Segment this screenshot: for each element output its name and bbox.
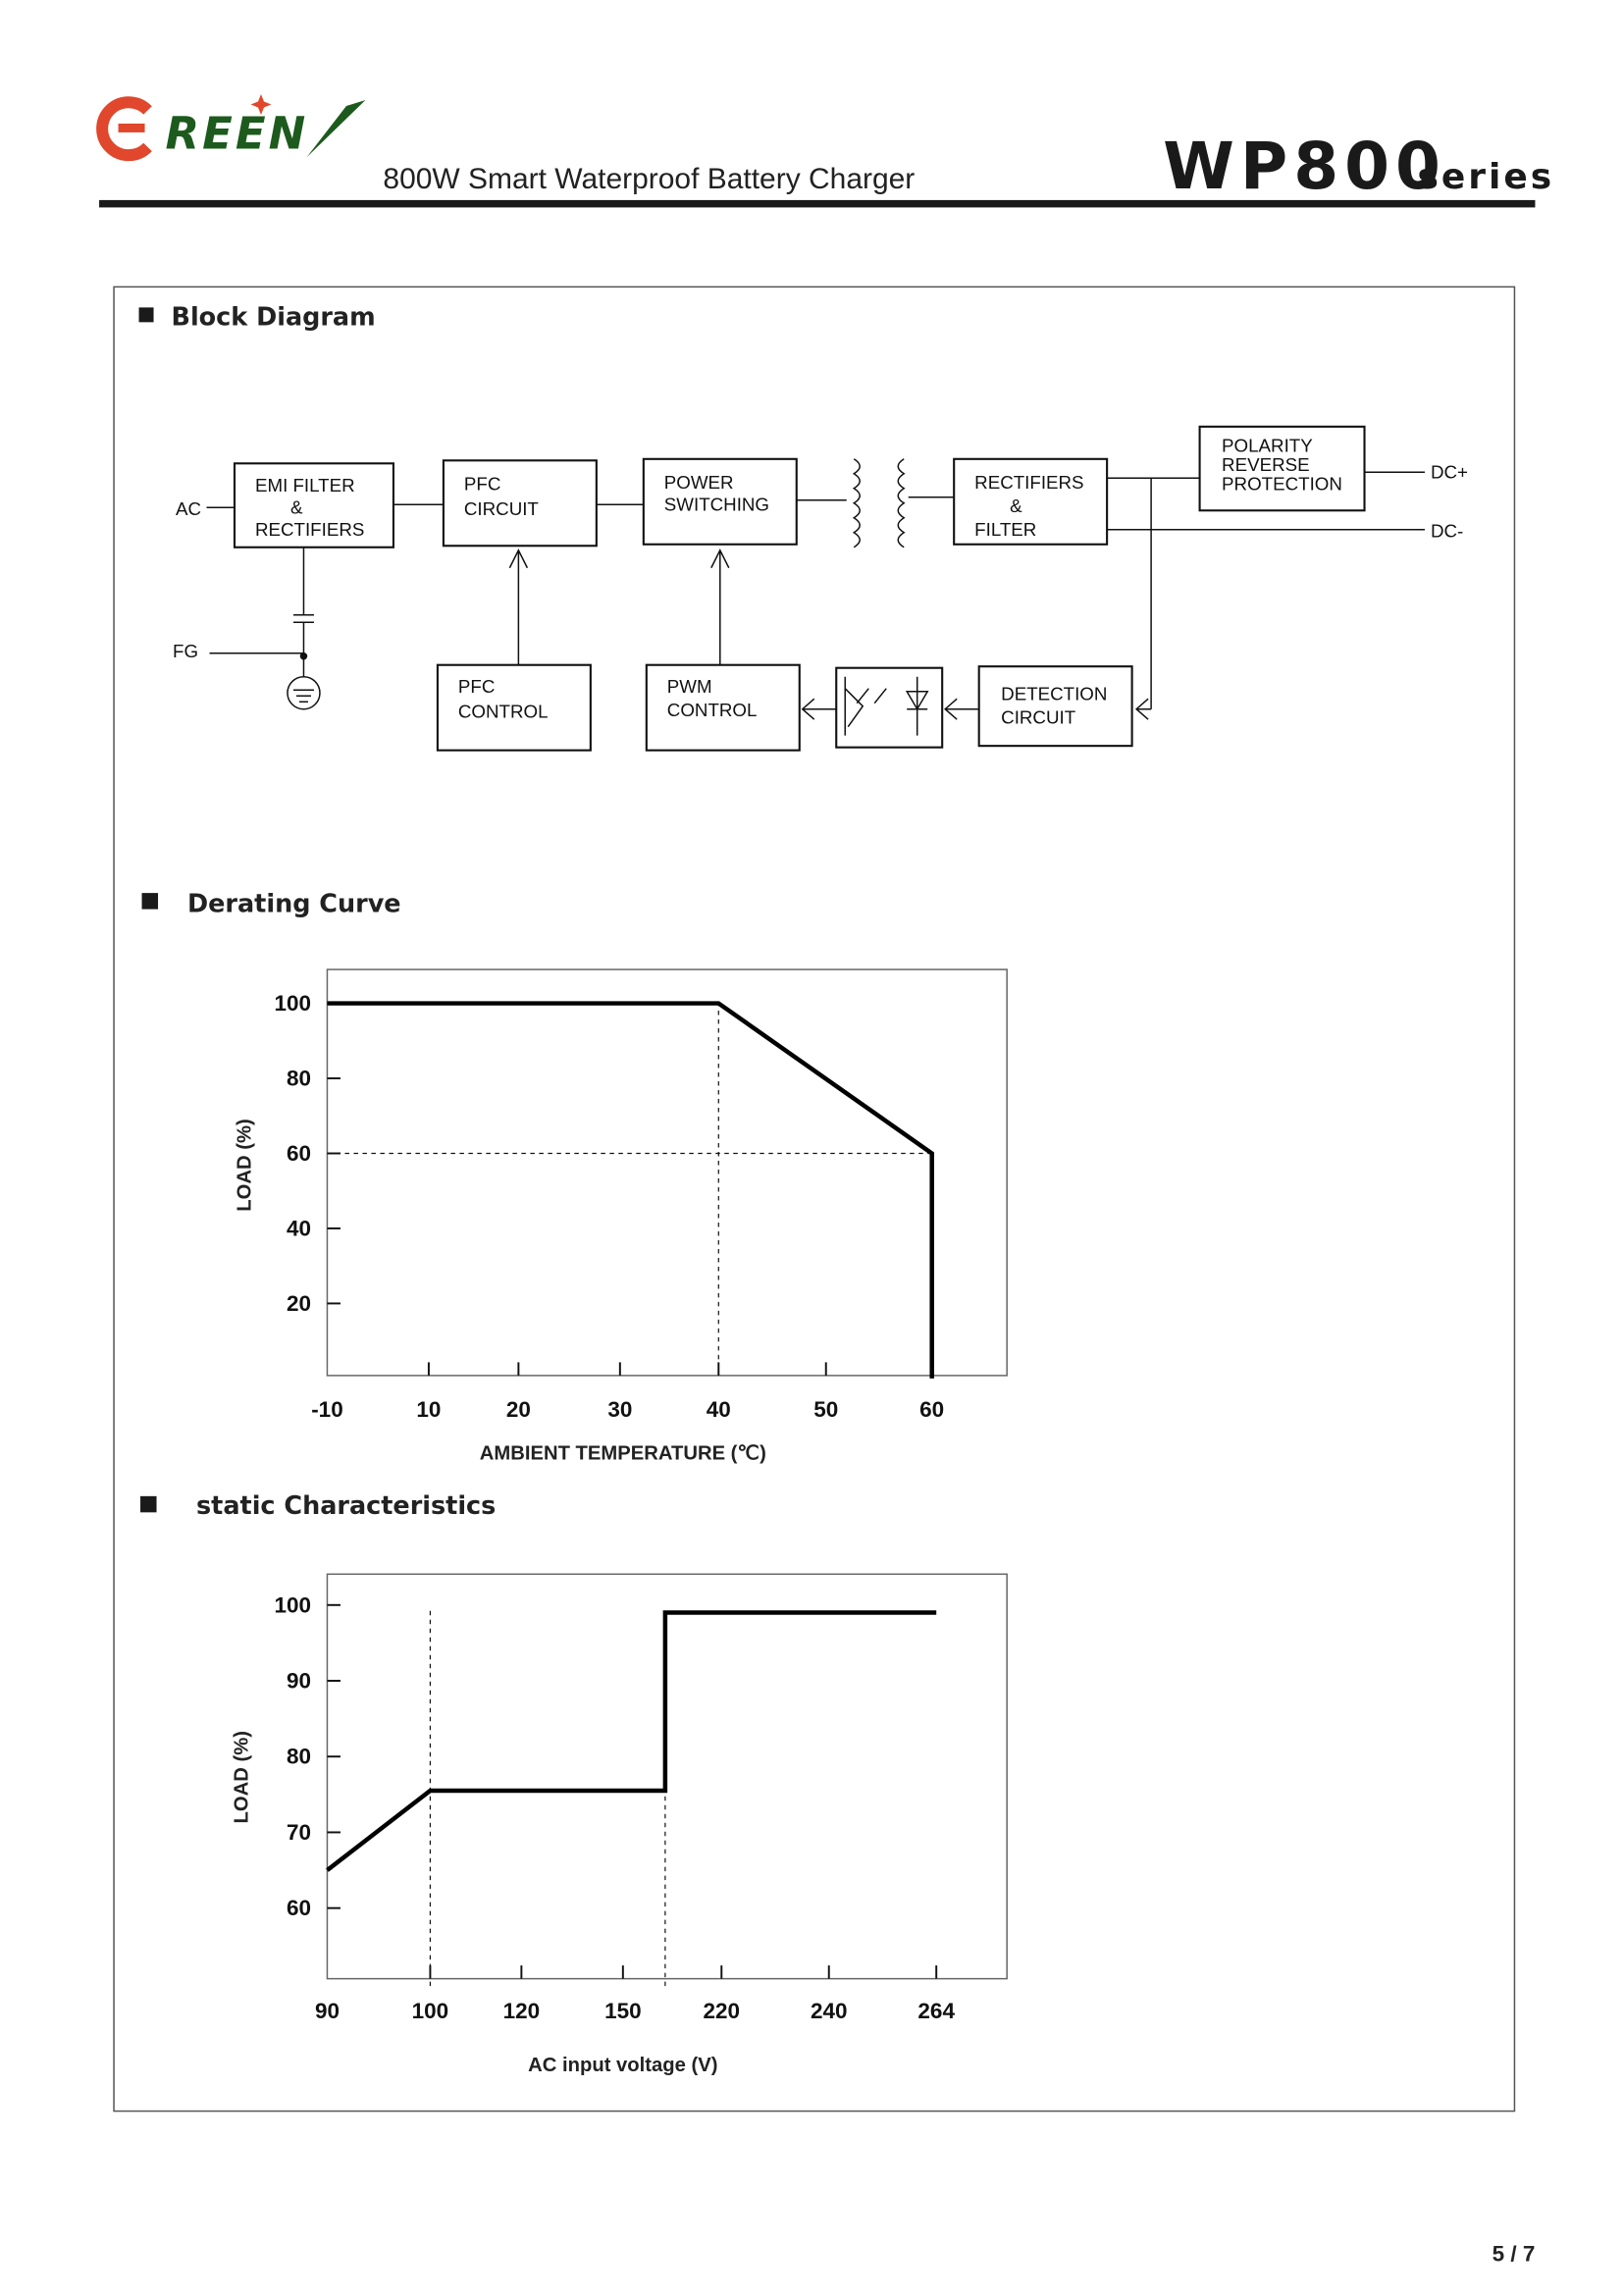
x-tick-label: 240: [811, 1999, 848, 2023]
block-label: RECTIFIERS: [255, 519, 364, 540]
y-tick-label: 60: [287, 1896, 311, 1920]
block-label: PWM: [667, 676, 712, 697]
power-switching-block: [642, 457, 798, 546]
x-tick-label: 150: [604, 1999, 642, 2023]
y-tick-label: 60: [287, 1141, 311, 1166]
block-label: CIRCUIT: [1001, 707, 1076, 728]
y-tick-label: 80: [287, 1745, 311, 1769]
block-label: POWER: [664, 472, 734, 493]
arrow-icon: [508, 548, 529, 665]
header-rule: [99, 199, 1536, 208]
block-label: &: [1010, 496, 1022, 516]
x-tick-label: 120: [503, 1999, 541, 2023]
block-label: RECTIFIERS: [974, 472, 1083, 493]
block-label: REVERSE: [1222, 454, 1310, 475]
pfc-circuit-block: [442, 459, 598, 548]
y-tick-label: 100: [274, 1592, 311, 1617]
transformer-icon: [852, 458, 906, 548]
plot-area: [326, 1573, 1008, 1980]
ground-circuit: [209, 547, 321, 710]
y-tick-label: 80: [287, 1067, 311, 1091]
bullet-square-icon: [140, 1495, 157, 1513]
block-label: PFC: [458, 676, 495, 697]
bullet-square-icon: [138, 307, 154, 323]
x-tick-label: 30: [607, 1397, 632, 1422]
pwm-control-block: [645, 663, 801, 752]
ac-label: AC: [176, 498, 201, 519]
logo-star-icon: [250, 93, 272, 115]
x-tick-label: -10: [311, 1397, 343, 1422]
x-tick-label: 40: [707, 1397, 731, 1422]
block-label: CONTROL: [667, 700, 758, 720]
polarity-reverse-protection-block: [1198, 425, 1366, 512]
x-tick-label: 50: [813, 1397, 838, 1422]
section-heading-block-diagram: Block Diagram: [172, 302, 376, 332]
logo-g-arc: [96, 96, 152, 162]
logo-text: REEN: [166, 107, 309, 159]
block-label: &: [290, 496, 303, 517]
block-label: POLARITY: [1222, 435, 1313, 455]
logo: REEN: [96, 93, 366, 162]
y-axis-label: LOAD (%): [231, 1731, 252, 1823]
block-label: FILTER: [974, 519, 1036, 540]
static-characteristics-chart: 100 90 80 70 60 90 100 120 150 220 240 264 AC input …: [231, 1573, 1008, 2076]
dc-minus-label: DC-: [1431, 520, 1463, 541]
series-line-load: [326, 1610, 937, 1872]
block-label: EMI FILTER: [255, 475, 355, 496]
fg-label: FG: [173, 641, 198, 661]
x-tick-label: 264: [917, 1999, 955, 2023]
series-line-load: [327, 1001, 934, 1379]
arrow-icon: [944, 698, 979, 720]
block-diagram: AC EMI FILTER & RECTIFIERS PFC CIRCUIT P…: [173, 425, 1468, 752]
rectifiers-filter-block: [953, 457, 1109, 546]
page-number: 5 / 7: [1493, 2242, 1536, 2267]
block-label: CIRCUIT: [464, 498, 540, 519]
capacitor-icon: [292, 613, 314, 623]
y-tick-label: 70: [287, 1820, 311, 1845]
y-tick-label: 100: [274, 991, 311, 1016]
optocoupler-icon: [835, 666, 944, 749]
y-tick-label: 40: [287, 1216, 311, 1240]
arrow-icon: [710, 548, 730, 665]
block-label: PFC: [464, 473, 500, 494]
pfc-control-block: [436, 663, 592, 752]
block-label: CONTROL: [458, 702, 549, 722]
y-axis-label: LOAD (%): [234, 1119, 255, 1211]
model-name: WP800: [1163, 129, 1446, 204]
arrow-icon: [801, 698, 837, 720]
x-tick-label: 220: [704, 1999, 741, 2023]
document-subtitle: 800W Smart Waterproof Battery Charger: [383, 163, 915, 195]
plot-area: [326, 968, 1008, 1377]
bullet-square-icon: [141, 893, 159, 910]
content-frame: [113, 286, 1516, 2112]
dc-plus-label: DC+: [1431, 461, 1468, 482]
x-axis-label: AC input voltage (V): [528, 2055, 717, 2076]
block-label: SWITCHING: [664, 494, 769, 514]
x-tick-label: 10: [416, 1397, 441, 1422]
section-heading-derating-curve: Derating Curve: [187, 890, 401, 919]
detection-circuit-block: [977, 665, 1133, 748]
x-tick-label: 60: [919, 1397, 944, 1422]
section-heading-static-characteristics: static Characteristics: [196, 1491, 496, 1521]
y-tick-label: 20: [287, 1291, 311, 1316]
arrow-icon: [1134, 698, 1152, 720]
earth-ground-icon: [287, 675, 321, 710]
x-axis-label: AMBIENT TEMPERATURE (℃): [480, 1442, 766, 1464]
x-tick-label: 100: [412, 1999, 449, 2023]
block-label: PROTECTION: [1222, 473, 1342, 494]
x-tick-label: 90: [315, 1999, 340, 2023]
series-label: series: [1417, 157, 1554, 197]
block-label: DETECTION: [1001, 684, 1107, 704]
y-tick-label: 90: [287, 1669, 311, 1694]
x-tick-label: 20: [506, 1397, 531, 1422]
